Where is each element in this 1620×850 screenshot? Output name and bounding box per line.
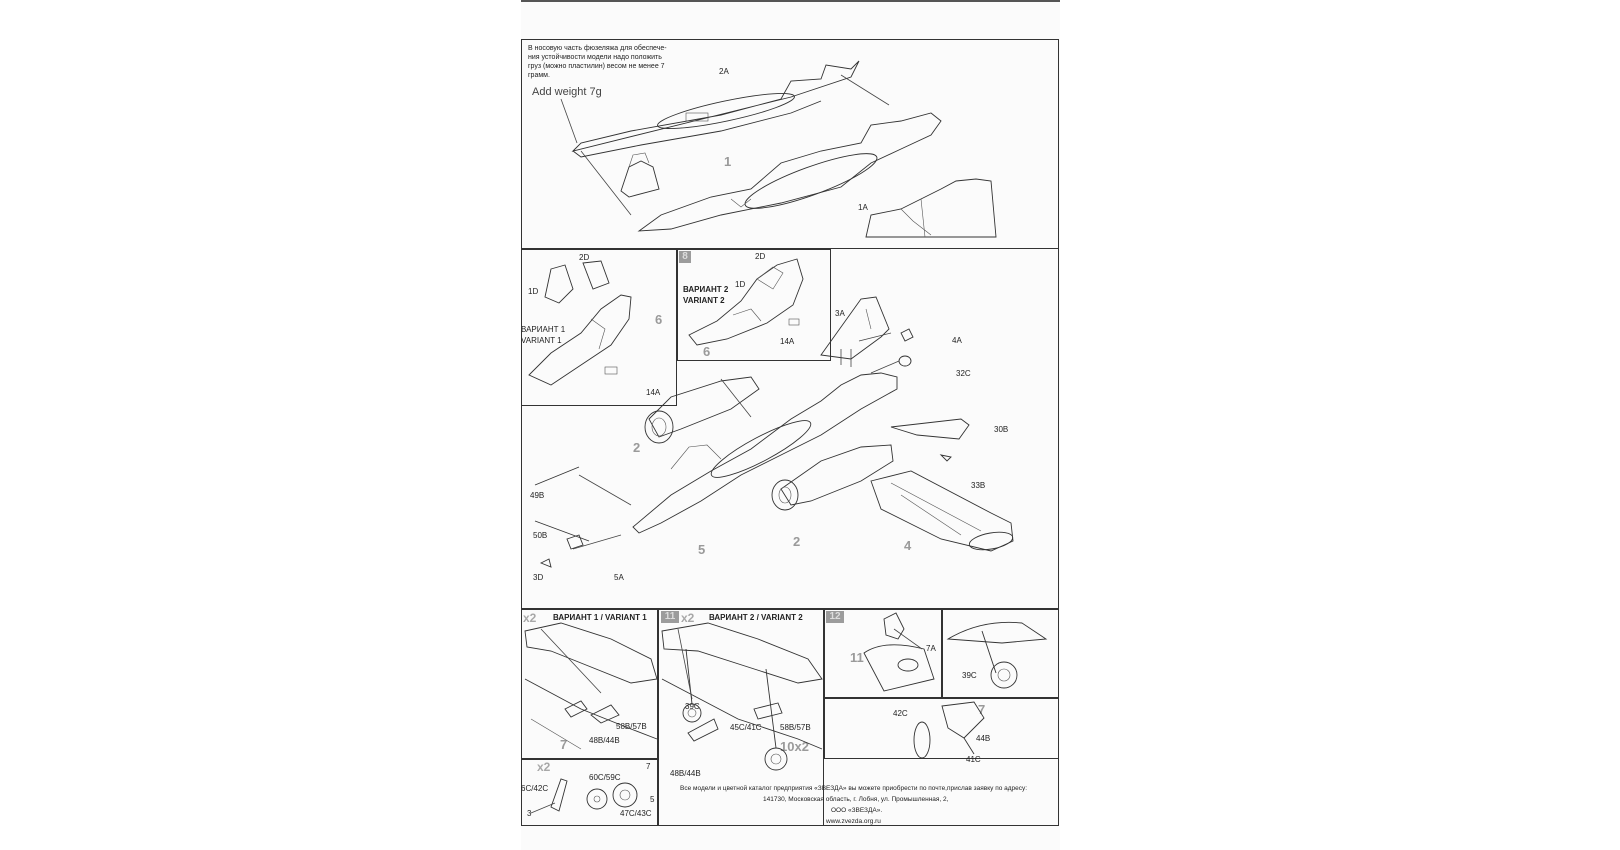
part-label-58B-57B-v1: 58B/57B	[616, 722, 647, 731]
variant2-label-en: VARIANT 2	[683, 296, 725, 305]
part-label-30B: 30B	[994, 425, 1009, 434]
footer-url: www.zvezda.org.ru	[826, 818, 881, 825]
gear-variant2-title: ВАРИАНТ 2 / VARIANT 2	[709, 613, 803, 622]
multiplier-x2-wheel: x2	[537, 760, 551, 774]
step-badge-8: 8	[679, 251, 691, 263]
part-label-2D-v1: 2D	[579, 253, 590, 262]
part-label-5-small: 5	[650, 795, 655, 804]
part-label-7-small: 7	[646, 762, 651, 771]
part-label-1D-v2: 1D	[735, 280, 746, 289]
step-number-5: 5	[698, 542, 706, 557]
step-39C-panel	[942, 609, 1059, 698]
step-number-1: 1	[724, 154, 732, 169]
part-label-33B: 33B	[971, 481, 986, 490]
part-label-58B-57B-v2: 58B/57B	[780, 723, 811, 732]
page-top-rule	[521, 0, 1060, 2]
step-number-2-right: 2	[793, 534, 801, 549]
part-label-39C-v2: 39C	[685, 702, 700, 711]
part-label-48B-44B-v1: 48B/44B	[589, 736, 620, 745]
part-label-49B: 49B	[530, 491, 545, 500]
step-number-6-v1: 6	[655, 312, 663, 327]
part-label-3A: 3A	[835, 309, 845, 318]
main-assembly-drawing	[534, 296, 1014, 568]
variant2-drawing	[688, 258, 804, 346]
part-label-1D-v1: 1D	[528, 287, 539, 296]
part-label-32C: 32C	[956, 369, 971, 378]
step-variant2-panel	[677, 249, 831, 361]
multiplier-x2-v1: x2	[523, 611, 537, 625]
fuselage-drawing	[560, 60, 997, 238]
part-label-14A-v1: 14A	[646, 388, 661, 397]
part-label-7A: 7A	[926, 644, 936, 653]
weight-label: Add weight 7g	[532, 86, 602, 98]
part-label-39C-right: 39C	[962, 671, 977, 680]
part-label-1A: 1A	[858, 203, 868, 212]
part-label-41C: 41C	[966, 755, 981, 764]
step-number-4: 4	[904, 538, 912, 553]
part-label-45C-41C: 45C/41C	[730, 723, 762, 732]
step-12-drawing	[863, 612, 935, 692]
variant1-label-ru: ВАРИАНТ 1	[521, 325, 566, 334]
part-label-14A-v2: 14A	[780, 337, 795, 346]
step-badge-11: 11	[661, 611, 679, 623]
part-label-4A: 4A	[952, 336, 962, 345]
step-39C-drawing	[946, 621, 1048, 689]
part-label-47C-43C: 47C/43C	[620, 809, 652, 818]
step-number-7-v1: 7	[560, 737, 568, 752]
gear-variant2-drawing	[661, 622, 823, 771]
step-number-11: 11	[850, 650, 864, 665]
step-12-panel	[824, 609, 942, 698]
count-10x2: 10x2	[780, 739, 809, 754]
part-label-42C-small: 6C/42C	[521, 784, 549, 793]
step-number-7-right: 7	[978, 702, 986, 717]
footer-line2: 141730, Московская область, г. Лобня, ул…	[763, 796, 949, 803]
part-label-5A: 5A	[614, 573, 624, 582]
step-gear-variant1-panel	[521, 609, 658, 759]
variant1-drawing	[528, 260, 632, 386]
weight-note-ru: В носовую часть фюзеляжа для обеспече-ни…	[528, 45, 667, 79]
step-number-6-v2: 6	[703, 344, 711, 359]
part-label-48B-44B-v2: 48B/44B	[670, 769, 701, 778]
footer-line1: Все модели и цветной каталог предприятия…	[680, 785, 1028, 792]
variant2-label-ru: ВАРИАНТ 2	[683, 285, 729, 294]
gear-variant1-drawing	[524, 622, 658, 750]
part-label-60C-59C: 60C/59C	[589, 773, 621, 782]
footer-line3: ООО «ЗВЕЗДА».	[831, 807, 883, 814]
part-label-50B: 50B	[533, 531, 548, 540]
part-label-2A: 2A	[719, 67, 729, 76]
step-number-2-left: 2	[633, 440, 641, 455]
part-label-3-small: 3	[527, 809, 532, 818]
part-label-2D-v2: 2D	[755, 252, 766, 261]
step-7-drawing	[913, 701, 985, 759]
gear-variant1-title: ВАРИАНТ 1 / VARIANT 1	[553, 613, 647, 622]
step-wheel-panel	[521, 759, 658, 826]
multiplier-x2-v2: x2	[681, 611, 695, 625]
part-label-42C: 42C	[893, 709, 908, 718]
step-7-panel	[824, 698, 1059, 759]
wheel-drawing	[530, 778, 638, 814]
step-badge-12: 12	[826, 611, 844, 623]
part-label-3D: 3D	[533, 573, 544, 582]
part-label-44B: 44B	[976, 734, 991, 743]
step-main-panel	[521, 249, 1059, 609]
footer-panel	[658, 759, 1059, 826]
step-fuselage-panel	[521, 39, 1059, 249]
variant1-label-en: VARIANT 1	[521, 336, 562, 345]
